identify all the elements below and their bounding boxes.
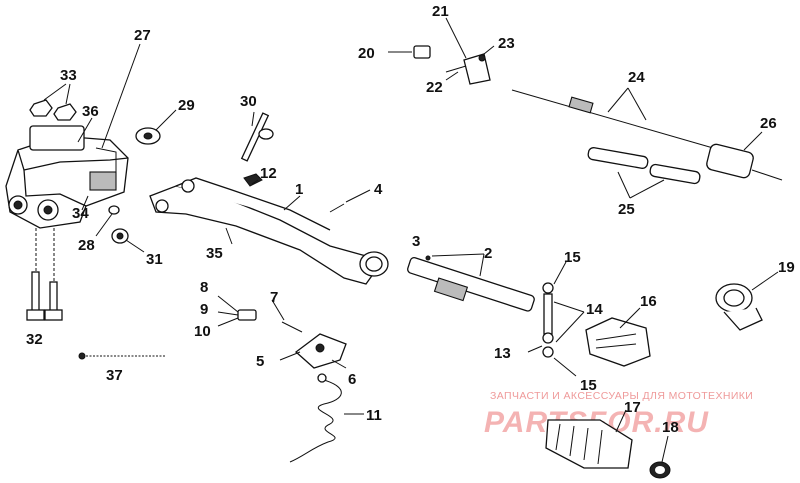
label-22: 22 (426, 79, 443, 96)
steering-bracket (5, 125, 129, 229)
screw-4 (329, 189, 371, 213)
label-4: 4 (374, 181, 383, 198)
label-26: 26 (760, 115, 777, 132)
label-6: 6 (348, 371, 356, 388)
cable-bracket (445, 17, 495, 85)
grip-insert-16 (585, 307, 651, 367)
pin-37 (78, 352, 166, 360)
label-10: 10 (194, 323, 211, 340)
label-32: 32 (26, 331, 43, 348)
label-15-top: 15 (564, 249, 581, 266)
label-18: 18 (662, 419, 679, 436)
washer-28 (95, 205, 120, 237)
label-36: 36 (82, 103, 99, 120)
clip-12 (243, 173, 263, 187)
label-23: 23 (498, 35, 515, 52)
label-29: 29 (178, 97, 195, 114)
cable-11 (289, 373, 364, 463)
cable-end-26 (706, 131, 783, 181)
label-20: 20 (358, 45, 375, 62)
nut-33 (29, 83, 77, 121)
throttle-shaft (407, 253, 535, 312)
bushing-31 (111, 228, 145, 253)
label-14: 14 (586, 301, 603, 318)
tubes-25 (587, 147, 701, 199)
label-12: 12 (260, 165, 277, 182)
label-13: 13 (494, 345, 511, 362)
label-28: 28 (78, 237, 95, 254)
switch-assembly (271, 299, 347, 369)
label-16: 16 (640, 293, 657, 310)
clamp-19 (715, 271, 779, 331)
link-assembly (527, 261, 585, 377)
label-8: 8 (200, 279, 208, 296)
label-31: 31 (146, 251, 163, 268)
nut-20 (388, 45, 431, 59)
label-21: 21 (432, 3, 449, 20)
watermark-tagline: ЗАПЧАСТИ И АКСЕССУАРЫ ДЛЯ МОТОТЕХНИКИ (490, 390, 753, 402)
label-25: 25 (618, 201, 635, 218)
grip-17 (545, 409, 633, 469)
bolt-32 (26, 228, 63, 321)
label-1: 1 (295, 181, 303, 198)
label-30: 30 (240, 93, 257, 110)
label-11: 11 (366, 407, 382, 424)
bushing-29 (135, 109, 177, 145)
callout-labels: 1 2 3 4 5 6 7 8 9 10 11 12 13 14 15 15 1… (26, 3, 795, 436)
label-19: 19 (778, 259, 795, 276)
label-15-bottom: 15 (580, 377, 597, 394)
label-17: 17 (624, 399, 641, 416)
tiller-arm (149, 177, 389, 285)
label-27: 27 (134, 27, 151, 44)
label-3: 3 (412, 233, 420, 250)
label-7: 7 (270, 289, 278, 306)
cable-24 (511, 87, 721, 151)
label-33: 33 (60, 67, 77, 84)
ring-18 (649, 435, 671, 479)
label-37: 37 (106, 367, 123, 384)
label-24: 24 (628, 69, 645, 86)
label-5: 5 (256, 353, 264, 370)
label-9: 9 (200, 301, 208, 318)
label-2: 2 (484, 245, 492, 262)
screw-set (217, 295, 257, 327)
bolt-30 (240, 111, 274, 162)
label-35: 35 (206, 245, 223, 262)
label-34: 34 (72, 205, 89, 222)
